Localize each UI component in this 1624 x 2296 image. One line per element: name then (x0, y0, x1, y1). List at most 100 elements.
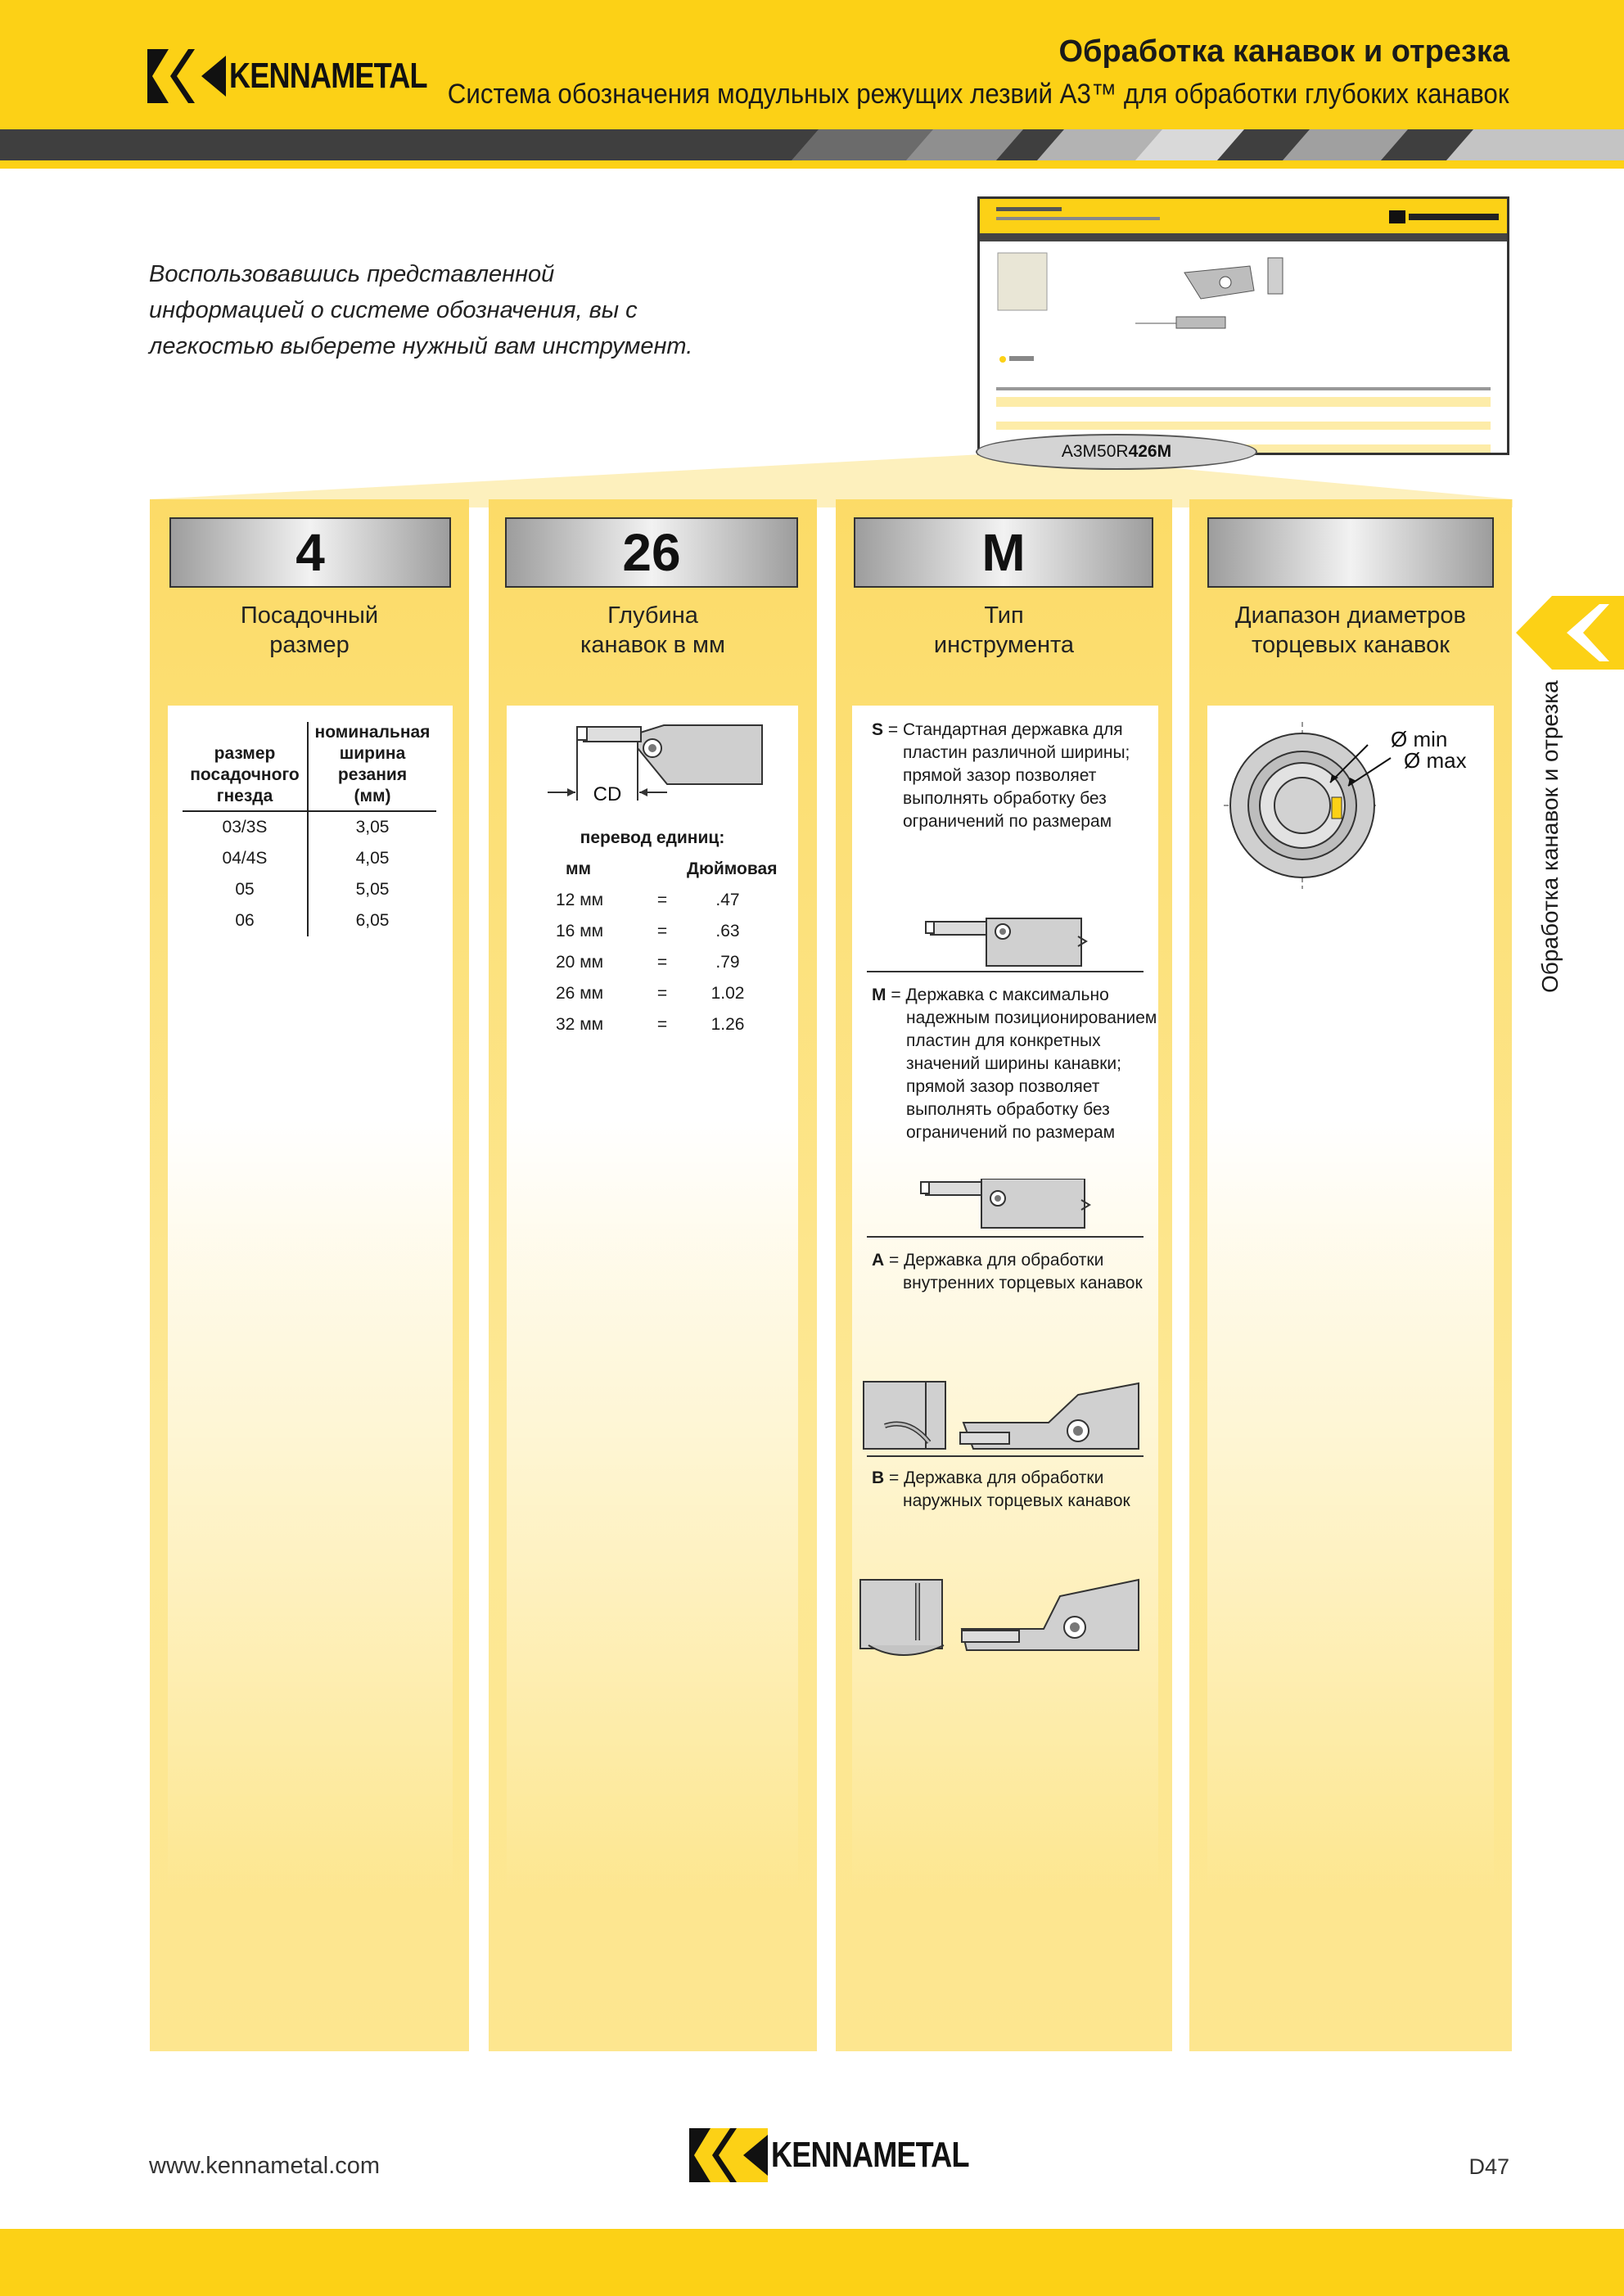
conversion-eq: = (656, 953, 668, 972)
type-key: B (872, 1468, 885, 1487)
conversion-eq: = (656, 1015, 668, 1034)
conversion-mm: 26 мм (556, 984, 604, 1003)
width-cell: 5,05 (355, 880, 390, 899)
page-subtitle: Система обозначения модульных режущих ле… (448, 79, 1509, 110)
column-label-groove-depth: Глубина канавок в мм (489, 601, 817, 660)
type-line: ограничений по размерам (906, 1123, 1116, 1142)
footer-kennametal-logo: KENNAMETAL (689, 2128, 1013, 2182)
column-groove-depth: 26 Глубина канавок в мм CD перевод едини… (489, 499, 817, 2051)
column-seat-size: 4 Посадочный размер размер посадочного г… (150, 499, 469, 2051)
conversion-title: перевод единиц: (580, 828, 725, 847)
page-number: D47 (1468, 2154, 1509, 2179)
type-line: значений ширины канавки; (906, 1054, 1121, 1073)
code-box-seat-size: 4 (169, 517, 451, 588)
type-key: A (872, 1251, 885, 1270)
footer-website-link[interactable]: www.kennametal.com (149, 2153, 381, 2179)
code-box-diameter-range (1207, 517, 1494, 588)
type-m-holder-drawing (920, 1179, 1091, 1229)
face-groove-diagram: Ø min Ø max (1224, 722, 1467, 889)
type-s-description: S = Стандартная державка для пластин раз… (872, 719, 1130, 833)
header-yellow-line (0, 160, 1624, 169)
tool-type-panel: S = Стандартная державка для пластин раз… (852, 706, 1158, 1891)
code-prefix: A3M50R (1061, 442, 1129, 461)
thumbnail-header-art (996, 207, 1499, 223)
type-line: = Стандартная державка для (887, 720, 1123, 739)
groove-depth-panel: CD перевод единиц: мм Дюймовая 12 мм = .… (507, 706, 798, 1891)
conversion-header-inch: Дюймовая (687, 859, 778, 878)
divider-line (867, 1455, 1144, 1457)
width-cell: 6,05 (355, 911, 390, 930)
seat-table-header-seat: размер посадочного гнезда (183, 722, 309, 810)
seat-size-table: размер посадочного гнезда номинальная ши… (183, 722, 436, 936)
conversion-mm: 12 мм (556, 891, 604, 909)
type-line: пластин для конкретных (906, 1031, 1101, 1050)
section-side-label: Обработка канавок и отрезка (1537, 680, 1563, 993)
seat-table-header-width: номинальная ширина резания (мм) (309, 722, 436, 810)
type-line: внутренних торцевых канавок (903, 1274, 1143, 1292)
seat-cell: 03/3S (183, 812, 309, 843)
conversion-row: 12 мм = .47 (556, 891, 769, 910)
diameter-range-panel: Ø min Ø max (1207, 706, 1494, 1891)
label-line: Тип (984, 602, 1024, 629)
type-line: = Державка для обработки (889, 1251, 1104, 1270)
seat-cell: 06 (183, 905, 309, 936)
column-diameter-range: Диапазон диаметров торцевых канавок Ø mi… (1189, 499, 1512, 2051)
label-line: размер (269, 632, 350, 658)
catalog-page-thumbnail (977, 196, 1509, 455)
label-line: канавок в мм (580, 632, 725, 658)
conversion-inch: 1.02 (710, 984, 745, 1003)
footer-brand-name: KENNAMETAL (771, 2135, 969, 2175)
cut-depth-diagram: CD (548, 724, 763, 805)
seat-cell: 05 (183, 874, 309, 905)
label-line: Диапазон диаметров (1235, 602, 1466, 629)
type-b-description: B = Державка для обработки наружных торц… (872, 1467, 1130, 1513)
conversion-mm: 20 мм (556, 953, 604, 972)
type-line: наружных торцевых канавок (903, 1491, 1130, 1510)
table-row: 05 5,05 (183, 874, 436, 905)
code-bold-part: 426M (1128, 442, 1172, 461)
divider-line (867, 1236, 1144, 1238)
conversion-inch: .63 (715, 922, 740, 941)
type-a-holder-drawing (863, 1381, 1139, 1450)
type-line: выполнять обработку без (903, 789, 1107, 808)
type-line: = Державка для обработки (889, 1468, 1104, 1487)
header-line: размер (214, 744, 276, 763)
conversion-row: 26 мм = 1.02 (556, 984, 769, 1004)
conversion-row: 32 мм = 1.26 (556, 1015, 769, 1035)
section-tab-marker (1516, 596, 1624, 670)
table-row: 04/4S 4,05 (183, 843, 436, 874)
page-header: KENNAMETAL Обработка канавок и отрезка С… (0, 0, 1624, 131)
type-key: M (872, 986, 886, 1004)
label-line: Глубина (607, 602, 698, 629)
conversion-header-gap (638, 859, 687, 879)
conversion-inch: .79 (715, 953, 740, 972)
cd-label: CD (593, 783, 622, 805)
label-line: Посадочный (240, 602, 379, 629)
intro-text: Воспользовавшись представленной информац… (149, 261, 693, 359)
conversion-mm: 32 мм (556, 1015, 604, 1034)
header-line: резания (337, 765, 408, 784)
header-line: номинальная (314, 723, 431, 742)
type-line: ограничений по размерам (903, 812, 1112, 831)
conversion-header: мм Дюймовая (556, 859, 778, 879)
conversion-eq: = (656, 922, 668, 941)
type-line: выполнять обработку без (906, 1100, 1110, 1119)
type-line: = Державка с максимально (891, 986, 1109, 1004)
seat-cell: 04/4S (183, 843, 309, 874)
type-line: прямой зазор позволяет (903, 766, 1097, 785)
connector-funnel (150, 454, 1513, 507)
type-line: прямой зазор позволяет (906, 1077, 1100, 1096)
table-row: 06 6,05 (183, 905, 436, 936)
conversion-inch: .47 (715, 891, 740, 909)
thumbnail-content (996, 252, 1491, 453)
column-tool-type: M Тип инструмента S = Стандартная держав… (836, 499, 1172, 2051)
table-row: 03/3S 3,05 (183, 812, 436, 843)
label-line: инструмента (933, 632, 1075, 658)
header-line: гнезда (216, 787, 273, 805)
type-b-holder-drawing (859, 1578, 1139, 1656)
code-box-tool-type: M (854, 517, 1153, 588)
kennametal-logo-icon (147, 49, 226, 103)
header-line: ширина (339, 744, 406, 763)
thumbnail-band (980, 233, 1507, 241)
